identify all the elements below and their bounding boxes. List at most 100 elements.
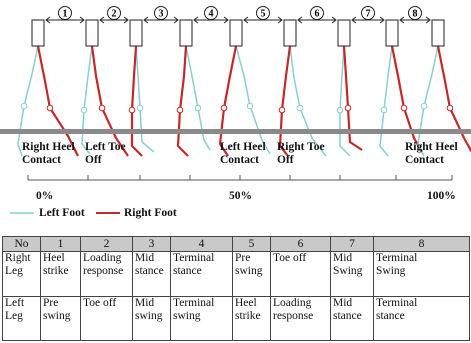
phase-marker: 7 [351,6,385,24]
left-leg-joint [246,102,254,110]
phase-number: 7 [366,9,371,20]
walking-figure [278,19,327,157]
phase-number-circle [58,6,72,20]
arrow-head-left [351,16,357,24]
legend-right-foot: Right Foot [124,207,177,219]
arrow-head-left [399,16,405,24]
walking-figure [128,19,155,157]
phase-number-circle [408,6,422,20]
arrow-head-left [193,16,199,24]
table-header-row: No 1 2 3 4 5 6 7 8 [2,236,470,252]
phase-marker: 5 [243,6,283,24]
right-leg [218,45,238,157]
phase-number-circle [154,6,168,20]
arrow-head-left [243,16,249,24]
arrow-head-right [277,16,283,24]
arrow-head-right [331,16,337,24]
left-leg-joint [296,104,304,112]
phase-number-circle [204,6,218,20]
phase-number-circle [361,6,375,20]
phase-marker: 3 [143,6,179,24]
percent-100: 100% [427,190,456,202]
torso-box [283,19,297,47]
torso-box [31,19,45,47]
right-leg-joint [446,104,454,112]
table-cell: Toe off [270,251,331,297]
header-cell: 1 [40,236,81,252]
walking-figure [17,19,79,157]
phase-marker: 2 [99,6,129,24]
walking-figure [379,19,423,157]
phase-number: 5 [261,9,266,20]
torso-box [179,19,193,47]
right-leg-joint [98,104,106,112]
left-leg-joint [80,106,88,114]
phase-number: 6 [315,9,320,20]
walking-figure [417,19,471,157]
arrow-head-left [297,16,303,24]
header-cell: 7 [330,236,374,252]
right-leg [90,45,129,157]
right-leg [176,45,189,157]
table-cell: Toe off [80,295,133,341]
walking-figure [176,19,211,157]
arrow-head-right [425,16,431,24]
arrow-head-right [223,16,229,24]
percent-0: 0% [36,190,54,202]
walking-figure [218,19,271,157]
header-cell: 5 [232,236,271,252]
right-leg-joint [344,104,352,112]
header-cell: 4 [170,236,233,252]
left-leg [379,45,393,157]
phase-marker: 6 [297,6,337,24]
left-leg-joint [336,106,344,114]
left-leg [289,45,327,157]
arrow-head-right [79,16,85,24]
torso-box [385,19,399,47]
phase-marker: 4 [193,6,229,24]
arrow-head-left [45,16,51,24]
right-leg-joint [220,104,228,112]
torso-box [431,19,445,47]
arrow-head-left [99,16,105,24]
right-leg-joint [176,106,184,114]
arrow-head-right [173,16,179,24]
phase-number-circle [256,6,270,20]
phase-number: 2 [112,9,117,20]
right-leg-joint [400,104,408,112]
arrow-head-right [379,16,385,24]
left-leg-joint [20,102,28,110]
right-leg [390,45,423,153]
right-leg [278,45,292,157]
left-leg-joint [194,104,202,112]
torso-box [229,19,243,47]
torso-box [337,19,351,47]
phase-number: 8 [413,9,418,20]
percent-50: 50% [229,190,252,202]
right-leg-joint [46,104,54,112]
phase-number-circle [310,6,324,20]
phase-number: 3 [159,9,164,20]
left-leg [81,45,93,155]
left-leg [17,45,39,157]
phase-number: 1 [63,9,68,20]
header-cell: 8 [373,236,470,252]
left-leg [135,45,155,153]
right-leg [342,45,363,151]
